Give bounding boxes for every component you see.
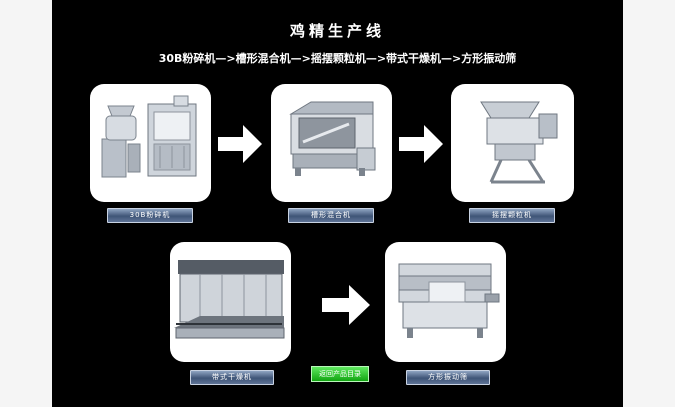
label-mixer: 槽形混合机 [288,208,374,223]
crusher-image [101,95,197,178]
label-crusher: 30B粉碎机 [107,208,193,223]
process-flow-text: 30B粉碎机—>槽形混合机—>摇摆颗粒机—>带式干燥机—>方形振动筛 [158,52,517,65]
sieve-image [398,263,500,338]
arrow-right-icon [399,125,443,163]
machine-card-dryer [170,242,291,362]
page-title: 鸡精生产线 [289,22,385,40]
machine-card-granulator [451,84,574,202]
granulator-image [480,101,558,184]
machine-card-crusher [90,84,211,202]
dryer-image [174,260,285,339]
arrow-right-icon [322,285,370,325]
label-sieve: 方形振动筛 [406,370,490,385]
arrow-right-icon [218,125,262,163]
machine-card-sieve [385,242,506,362]
label-granulator: 摇摆颗粒机 [469,208,555,223]
back-to-catalog-button[interactable]: 返回产品目录 [311,366,369,382]
label-dryer: 带式干燥机 [190,370,274,385]
diagram-canvas: 鸡精生产线 30B粉碎机—>槽形混合机—>摇摆颗粒机—>带式干燥机—>方形振动筛… [52,0,623,407]
mixer-image [289,101,376,176]
machine-card-mixer [271,84,392,202]
